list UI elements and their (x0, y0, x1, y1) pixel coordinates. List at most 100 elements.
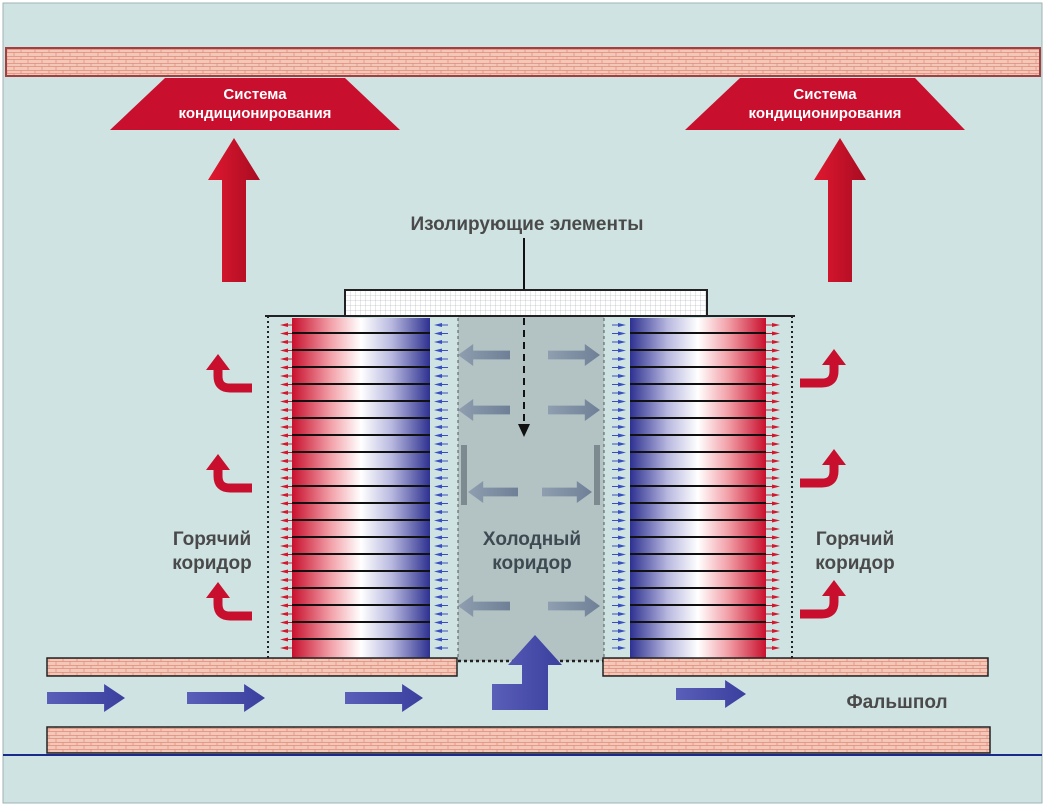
intake-arrow (434, 450, 442, 455)
exhaust-arrow (772, 501, 780, 506)
exhaust-arrow (280, 569, 288, 574)
intake-arrow (434, 442, 442, 446)
exhaust-arrow (280, 331, 288, 336)
intake-arrow (434, 544, 442, 548)
exhaust-arrow (280, 493, 288, 497)
curved-arrow-shaft (213, 468, 252, 493)
exhaust-arrow (772, 637, 780, 642)
cold-aisle-label-line2: коридор (492, 553, 571, 574)
intake-arrow (618, 476, 626, 480)
intake-arrow (618, 340, 626, 344)
intake-arrow (434, 340, 442, 344)
ceiling-slab (5, 47, 1041, 77)
curved-arrow-shaft (800, 363, 839, 388)
ac-unit-right-line2: кондиционирования (749, 105, 902, 122)
curved-arrow-head (822, 449, 846, 465)
exhaust-arrow (280, 518, 288, 523)
intake-arrow (434, 459, 442, 463)
intake-arrow (434, 365, 442, 370)
intake-arrow (618, 527, 626, 531)
intake-arrow (618, 433, 626, 438)
intake-arrow (618, 612, 626, 616)
hot-aisle-right-label-line1: Горячий (816, 529, 894, 550)
ac-unit-right-line1: Система (793, 86, 857, 103)
cold-aisle-airflow-arrows (458, 344, 600, 617)
ac-unit-left-line2: кондиционирования (179, 105, 332, 122)
exhaust-arrow (772, 442, 780, 446)
exhaust-arrow (280, 391, 288, 395)
intake-arrow (434, 646, 442, 650)
exhaust-arrow (772, 323, 780, 327)
exhaust-arrow (280, 348, 288, 353)
ac-unit-left-line1: Система (223, 86, 287, 103)
raised-floor-tile-right (602, 657, 989, 677)
exhaust-arrow (772, 357, 780, 361)
intake-arrow (618, 425, 626, 429)
intake-arrow (618, 382, 626, 387)
intake-arrow (434, 501, 442, 506)
curved-arrow-shaft (213, 596, 252, 621)
exhaust-arrow (772, 374, 780, 378)
exhaust-arrow (280, 637, 288, 642)
exhaust-arrow (772, 561, 780, 565)
exhaust-arrow (772, 331, 780, 336)
exhaust-arrow (280, 510, 288, 514)
exhaust-arrow (280, 476, 288, 480)
exhaust-arrow (280, 484, 288, 489)
intake-arrow (618, 374, 626, 378)
cold-air-arrow (548, 344, 600, 366)
cold-air-arrow (548, 595, 600, 617)
exhaust-arrow (280, 442, 288, 446)
intake-arrow (434, 331, 442, 336)
intake-arrow (434, 399, 442, 404)
intake-arrow (434, 603, 442, 608)
server-rack-left (292, 318, 430, 660)
exhaust-arrow (280, 365, 288, 370)
intake-arrow (618, 501, 626, 506)
intake-arrow (618, 348, 626, 353)
intake-arrow (434, 484, 442, 489)
underfloor-air-arrow (676, 680, 746, 708)
exhaust-arrow (280, 535, 288, 540)
curved-arrow-head (206, 454, 230, 470)
insulating-panel (344, 289, 708, 317)
hot-air-up-arrow-left (208, 138, 260, 282)
intake-arrow (618, 467, 626, 472)
intake-arrow (618, 629, 626, 633)
hot-air-up-arrow-right (814, 138, 866, 282)
curved-arrow-shaft (800, 594, 839, 619)
intake-arrow (434, 382, 442, 387)
intake-arrow (618, 391, 626, 395)
exhaust-arrow (772, 518, 780, 523)
intake-arrow (618, 323, 626, 327)
exhaust-arrow (772, 603, 780, 608)
intake-arrow (618, 518, 626, 523)
cold-air-arrow (468, 481, 518, 503)
underfloor-air-arrow (47, 684, 125, 712)
exhaust-arrow (772, 416, 780, 421)
intake-arrow (434, 323, 442, 327)
curved-arrow-head (206, 582, 230, 598)
exhaust-arrow (772, 408, 780, 412)
intake-arrow (618, 357, 626, 361)
raised-floor-tile-left (46, 657, 458, 677)
cold-air-up-arrow (492, 635, 562, 710)
intake-arrow (434, 467, 442, 472)
cold-air-arrow (458, 595, 510, 617)
intake-arrow (618, 510, 626, 514)
intake-arrow (618, 578, 626, 582)
intake-arrow (434, 408, 442, 412)
intake-arrow (434, 518, 442, 523)
exhaust-arrow (280, 459, 288, 463)
exhaust-arrow (280, 340, 288, 344)
intake-arrow (434, 425, 442, 429)
intake-arrow (618, 595, 626, 599)
intake-arrow (434, 348, 442, 353)
intake-arrow (434, 527, 442, 531)
intake-arrow (618, 408, 626, 412)
exhaust-arrow (772, 527, 780, 531)
hot-aisle-left-label-line1: Горячий (173, 529, 251, 550)
intake-arrow (618, 620, 626, 625)
exhaust-arrow (280, 527, 288, 531)
